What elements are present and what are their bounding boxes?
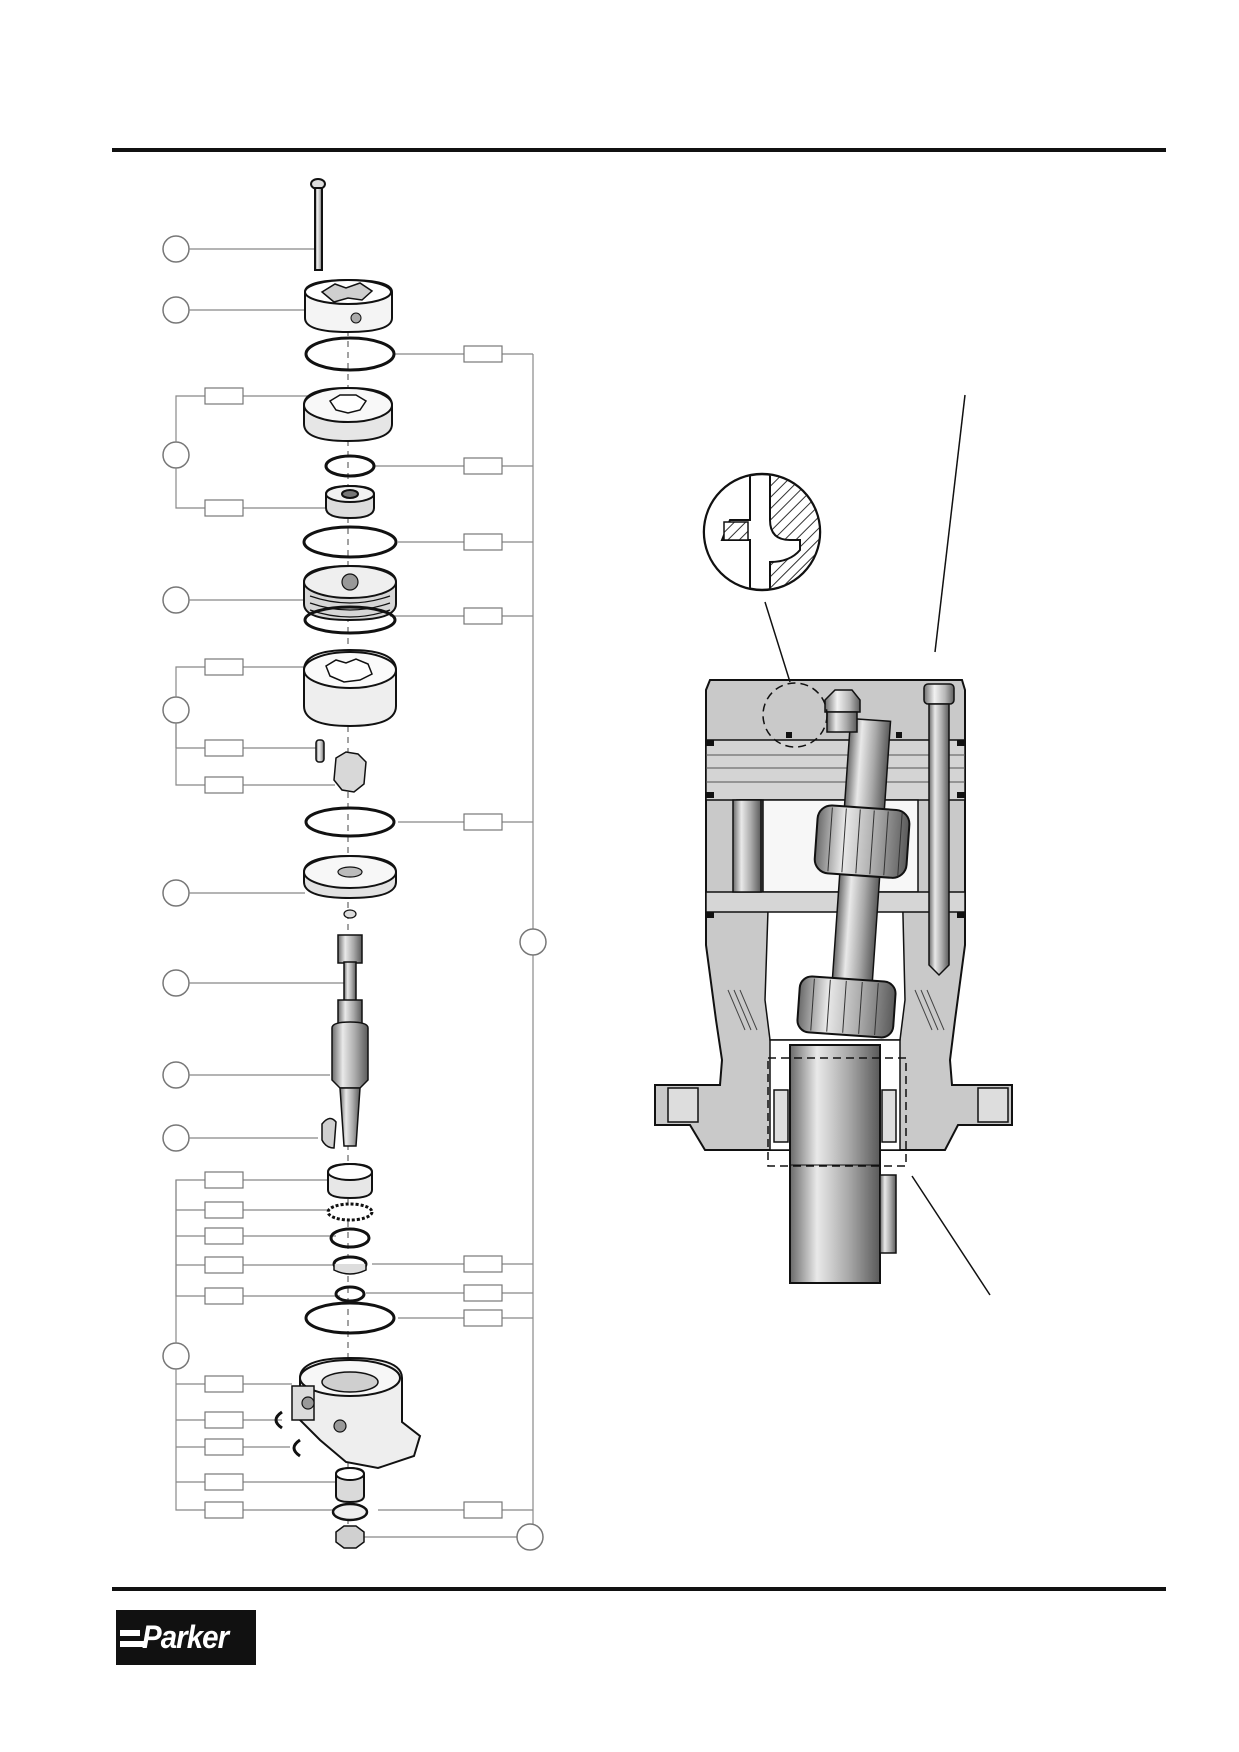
rotor-part <box>333 751 367 793</box>
circlip-part <box>274 1410 283 1430</box>
o-ring-part <box>302 525 398 559</box>
label-box <box>204 739 244 757</box>
thrust-bearing-part <box>326 1202 374 1222</box>
left-label-boxes <box>204 387 244 1519</box>
exploded-parts <box>274 178 422 1549</box>
label-box <box>463 1309 503 1327</box>
washer-part <box>331 1502 369 1522</box>
callout-circle <box>519 928 547 956</box>
label-box <box>204 387 244 405</box>
logo-wordmark: Parker <box>142 1619 229 1655</box>
label-box <box>204 1411 244 1429</box>
label-box <box>463 1255 503 1273</box>
left-leader-lines <box>175 248 345 1511</box>
valve-disc-part <box>303 564 397 622</box>
label-box <box>463 813 503 831</box>
washer-part <box>329 1227 371 1249</box>
header-rule <box>112 148 1166 152</box>
callout-circle <box>162 1061 190 1089</box>
label-box <box>463 1284 503 1302</box>
o-ring-part <box>304 806 396 838</box>
right-label-boxes <box>463 345 503 1519</box>
o-ring-part <box>334 1285 366 1303</box>
o-ring-part <box>304 1301 396 1335</box>
callout-circle <box>162 441 190 469</box>
callout-circle <box>162 879 190 907</box>
parker-logo: Parker <box>116 1610 256 1665</box>
housing-flange-part <box>291 1356 422 1470</box>
valve-plate-part <box>325 484 375 520</box>
o-ring-part <box>324 454 376 478</box>
label-box <box>463 607 503 625</box>
left-callout-circles <box>162 235 190 1370</box>
key-part <box>321 1117 337 1149</box>
gerotor-housing-part <box>303 648 397 728</box>
logo-stripe <box>120 1630 140 1636</box>
label-box <box>204 499 244 517</box>
needle-bearing-part <box>327 1162 373 1200</box>
pin-part <box>315 739 325 763</box>
label-box <box>463 1501 503 1519</box>
detail-magnifier <box>702 472 822 592</box>
label-box <box>204 1473 244 1491</box>
label-box <box>204 1171 244 1189</box>
label-box <box>204 776 244 794</box>
footer-rule <box>112 1587 1166 1591</box>
bolt-part <box>310 178 326 271</box>
circlip-part <box>292 1438 301 1458</box>
callout-circle <box>162 969 190 997</box>
callout-circle <box>162 1124 190 1152</box>
callout-circle <box>162 296 190 324</box>
label-box <box>204 1201 244 1219</box>
callout-circle <box>162 235 190 263</box>
shaft-seal-part <box>332 1255 368 1275</box>
label-box <box>463 533 503 551</box>
label-box <box>204 1375 244 1393</box>
cardan-shaft-part <box>337 909 363 1025</box>
callout-circle <box>162 1342 190 1370</box>
o-ring-part <box>304 336 396 372</box>
callout-circle <box>162 696 190 724</box>
label-box <box>463 457 503 475</box>
gerotor-ring-part <box>303 386 393 443</box>
label-box <box>463 345 503 363</box>
end-cover-part <box>304 278 393 334</box>
label-box <box>204 1287 244 1305</box>
nut-part <box>335 1525 365 1549</box>
right-callout-circles <box>516 928 547 1551</box>
label-box <box>204 1438 244 1456</box>
needle-bearing-part <box>335 1466 365 1504</box>
wear-plate-part <box>303 854 397 900</box>
logo-stripe <box>120 1641 144 1647</box>
callout-circle <box>516 1523 544 1551</box>
label-box <box>204 1256 244 1274</box>
label-box <box>204 658 244 676</box>
label-box <box>204 1227 244 1245</box>
sectional-view <box>654 394 1013 1296</box>
callout-circle <box>162 586 190 614</box>
output-shaft-part <box>331 1021 369 1147</box>
o-ring-part <box>303 605 397 635</box>
label-box <box>204 1501 244 1519</box>
